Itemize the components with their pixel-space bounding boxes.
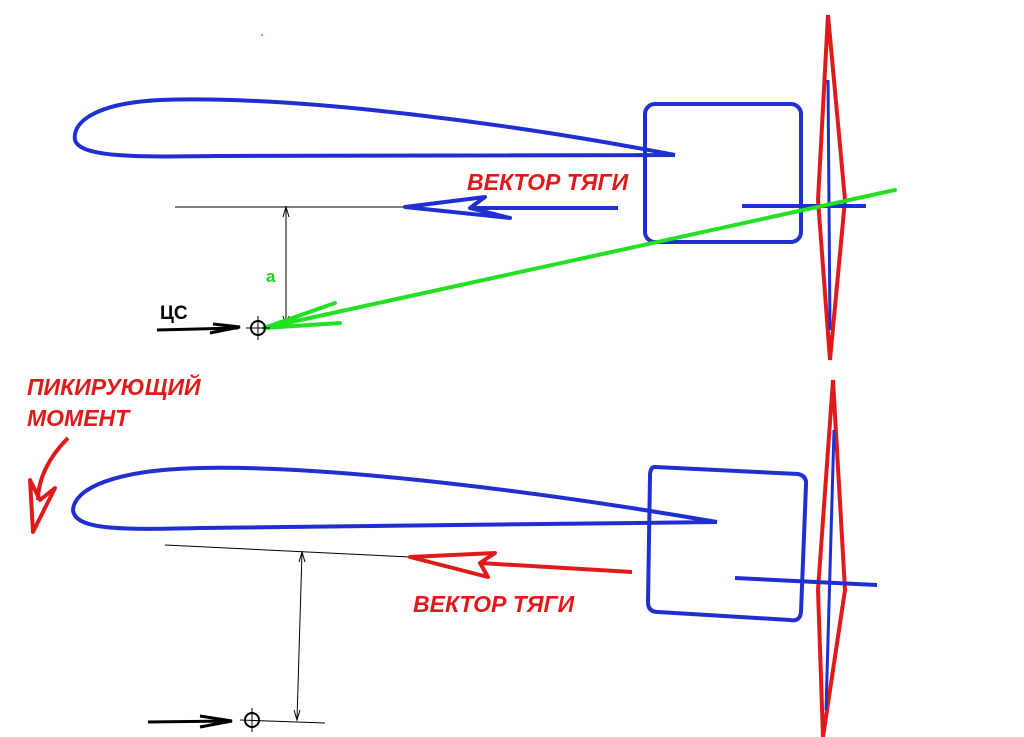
top-configuration: ВЕКТОР ТЯГИ a ЦС	[72, 14, 897, 361]
pitch-moment-label-2: МОМЕНТ	[27, 405, 131, 431]
thrust-vector-label-bottom: ВЕКТОР ТЯГИ	[413, 591, 575, 617]
dimension-line-bottom	[296, 551, 303, 721]
propeller-top	[815, 14, 848, 361]
shaft-bottom	[734, 576, 878, 587]
engine-box-bottom	[645, 464, 809, 623]
airfoil-bottom	[70, 465, 718, 531]
thrust-arrow-top	[403, 195, 618, 220]
cg-cross-top	[246, 316, 270, 340]
resultant-vector	[262, 188, 897, 330]
engine-box-top	[643, 102, 803, 244]
propeller-bottom	[815, 379, 848, 737]
airfoil-top	[72, 97, 676, 159]
cg-arrow-top	[156, 322, 241, 335]
bottom-configuration: ВЕКТОР ТЯГИ	[70, 379, 878, 737]
distance-label: a	[266, 267, 276, 286]
dimension-arrowheads-bottom	[293, 550, 306, 722]
thrust-line-ref-bottom	[164, 544, 411, 558]
cg-label: ЦС	[160, 303, 188, 324]
cg-ref-line-bottom	[239, 719, 326, 724]
stray-dot	[261, 34, 263, 36]
pitch-moment-label-1: ПИКИРУЮЩИЙ	[27, 372, 201, 400]
propeller-axis-bottom	[824, 429, 836, 711]
cg-arrow-bottom	[147, 714, 233, 729]
thrust-vector-label-top: ВЕКТОР ТЯГИ	[467, 169, 629, 195]
thrust-arrow-bottom	[408, 551, 633, 579]
pitch-moment-arrow	[28, 436, 70, 534]
